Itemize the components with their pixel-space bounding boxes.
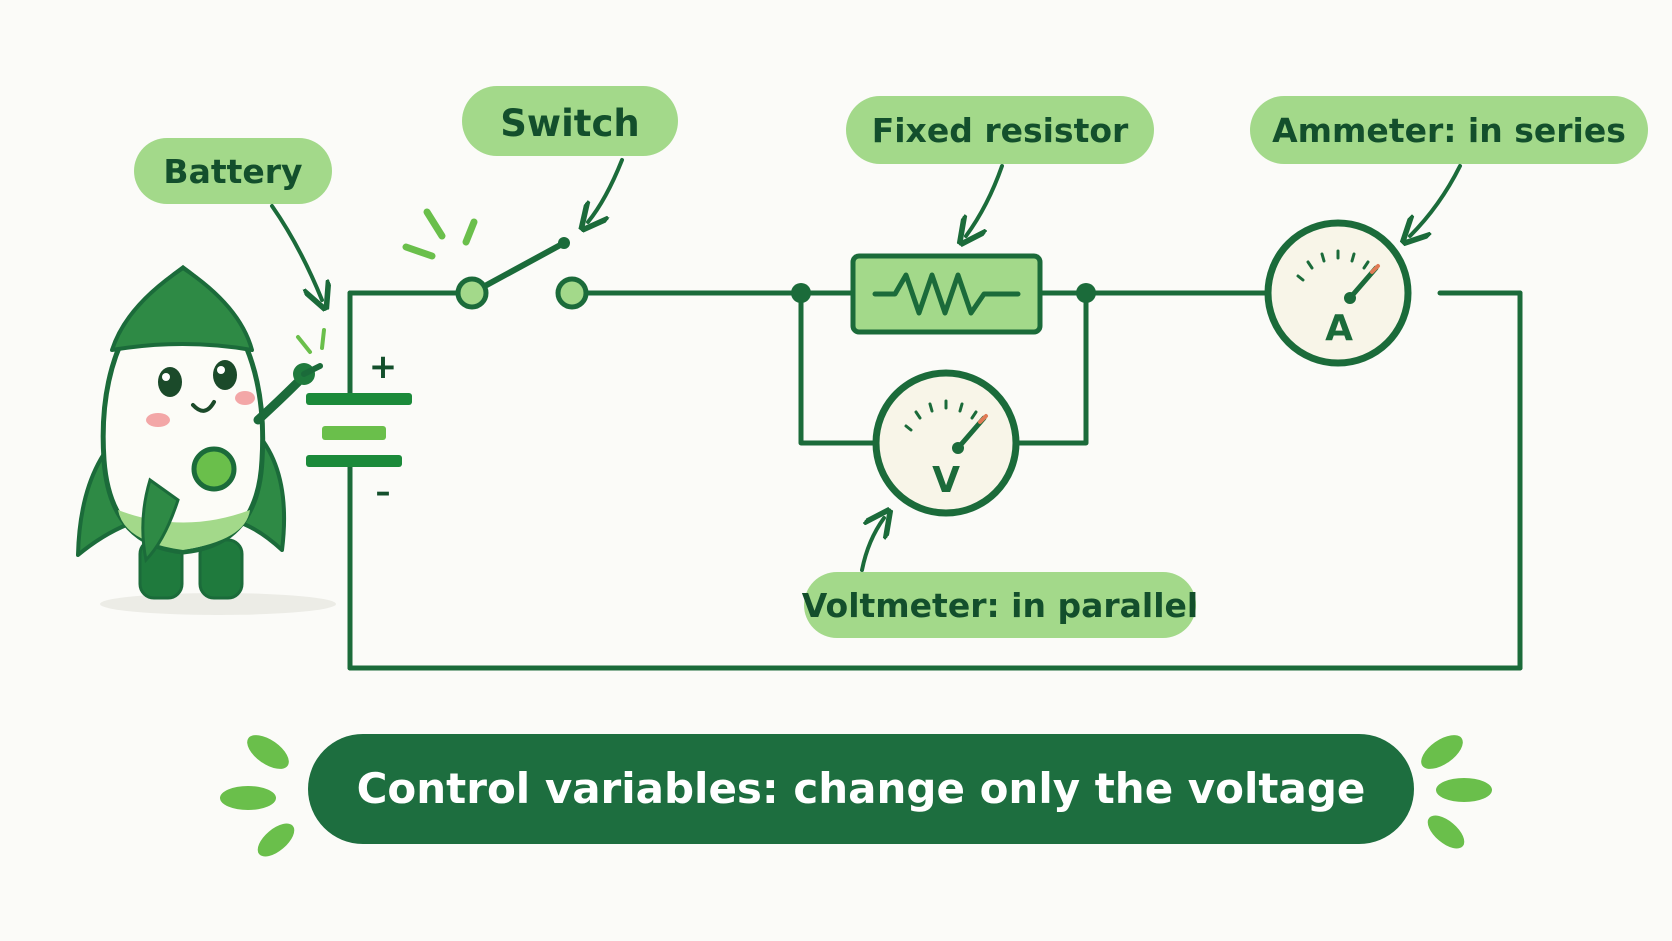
voltmeter-label-text: Voltmeter: in parallel	[802, 586, 1198, 625]
ammeter-label-text: Ammeter: in series	[1272, 111, 1626, 150]
ammeter-symbol: A	[1325, 308, 1353, 349]
battery-negative-sign: –	[376, 475, 391, 510]
leaf-decoration	[220, 735, 1492, 857]
battery-label: Battery	[134, 138, 332, 300]
battery-label-text: Battery	[163, 152, 302, 191]
control-variables-banner: Control variables: change only the volta…	[308, 734, 1414, 844]
ammeter: A	[1264, 219, 1412, 367]
sparkle-icon	[402, 208, 478, 260]
junction-dots	[791, 283, 1096, 303]
switch-symbol[interactable]	[455, 237, 589, 310]
rocket-mascot	[76, 264, 336, 615]
switch-label: Switch	[462, 86, 678, 222]
sparkle-icon	[296, 328, 326, 354]
resistor-zigzag-icon	[872, 272, 1021, 316]
switch-label-text: Switch	[500, 102, 639, 145]
meter-dial-icon	[1296, 249, 1370, 282]
battery-symbol: + –	[306, 347, 412, 510]
voltmeter-label: Voltmeter: in parallel	[802, 518, 1198, 638]
voltmeter-symbol: V	[932, 460, 960, 501]
banner-text: Control variables: change only the volta…	[357, 764, 1366, 813]
voltmeter: V	[872, 369, 1020, 517]
ammeter-label: Ammeter: in series	[1250, 96, 1648, 236]
meter-dial-icon	[904, 399, 978, 432]
battery-positive-sign: +	[369, 347, 398, 387]
fixed-resistor-label-text: Fixed resistor	[872, 111, 1129, 150]
resistor-symbol	[850, 253, 1043, 335]
fixed-resistor-label: Fixed resistor	[846, 96, 1154, 236]
